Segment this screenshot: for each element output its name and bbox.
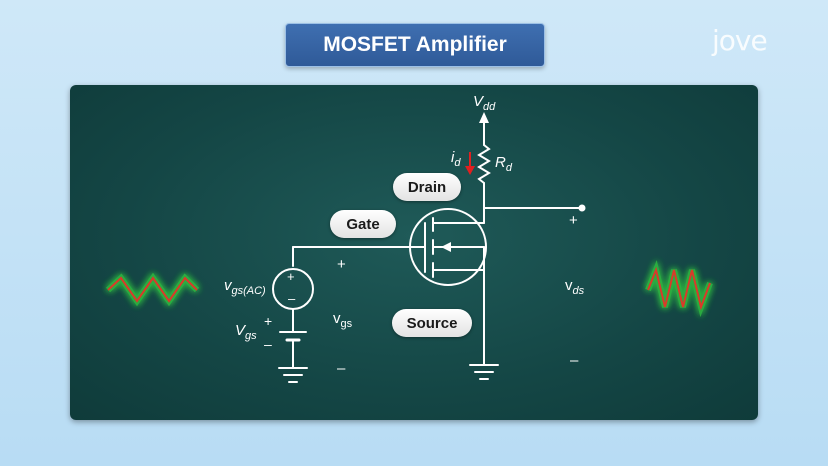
drain-label: Drain [393, 173, 461, 201]
vgs-dc-label: Vgs [235, 322, 257, 342]
id-label: id [451, 149, 461, 169]
page-title: MOSFET Amplifier [285, 23, 545, 67]
output-waveform [645, 260, 713, 318]
vdd-arrow-icon [479, 112, 489, 123]
circuit-panel [70, 85, 758, 420]
battery-plus-sign: + [264, 313, 273, 329]
jove-logo: jove [712, 24, 768, 57]
vgs-small-label: vgs [333, 310, 353, 330]
vdd-label: Vdd [473, 93, 496, 113]
ac-plus-sign: + [287, 269, 295, 284]
gate-label: Gate [330, 210, 396, 238]
current-arrow-icon [465, 166, 475, 175]
resistor-rd [477, 144, 491, 184]
ac-minus-sign: – [288, 291, 296, 306]
vds-minus-sign: – [570, 352, 579, 369]
vgs-ac-label: vgs(AC) [224, 277, 266, 297]
battery-minus-sign: – [264, 336, 272, 352]
vds-label: vds [565, 277, 585, 297]
output-terminal [578, 204, 586, 212]
vgs-plus-sign: + [337, 256, 346, 273]
mosfet-arrow-icon [441, 242, 451, 252]
input-waveform [105, 272, 200, 307]
vgs-minus-sign: – [337, 360, 346, 377]
source-label: Source [392, 309, 472, 337]
rd-label: Rd [495, 154, 512, 174]
vds-plus-sign: + [569, 212, 578, 229]
